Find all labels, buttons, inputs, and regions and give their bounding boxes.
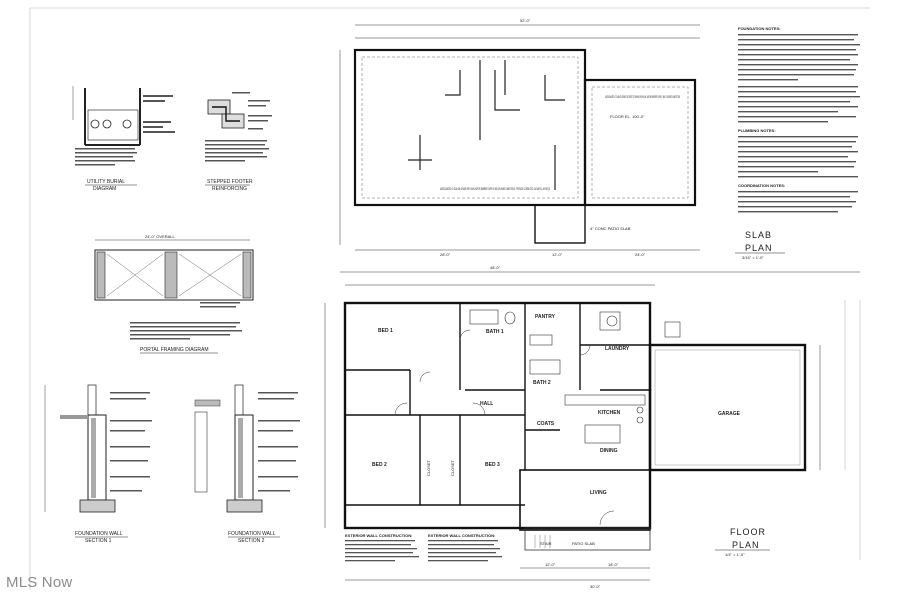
- portal-framing-diagram: 24'-0" OVERALL PORTAL FRAMING DIAGRAM: [94, 234, 254, 354]
- room-closet-1: CLOSET: [426, 459, 431, 476]
- room-bed3: BED 3: [485, 462, 500, 468]
- floor-plan: 48'-0": [324, 265, 860, 589]
- room-stair: STAIR: [540, 541, 552, 546]
- foundation-notes-heading: FOUNDATION NOTES:: [738, 26, 781, 31]
- slab-dim-3: 24'-0": [635, 252, 646, 257]
- room-garage: GARAGE: [718, 411, 741, 417]
- utility-burial-title: UTILITY BURIAL: [87, 179, 125, 185]
- slab-dim-1: 28'-0": [440, 252, 451, 257]
- room-hall: HALL: [480, 401, 493, 407]
- floor-dim-2: 18'-0": [608, 562, 619, 567]
- room-laundry: LAUNDRY: [605, 346, 630, 352]
- slab-overall-dim: 52'-0": [520, 18, 531, 23]
- utility-burial-title-2: DIAGRAM: [93, 186, 116, 192]
- slab-plan: 52'-0" UNEXCAVATED 4" SLAB ON GRADE SLOP…: [339, 18, 785, 260]
- foundation-wall-1-subtitle: SECTION 1: [85, 538, 112, 544]
- floor-dim-3: 30'-0": [590, 584, 601, 589]
- floor-overall-dim: 48'-0": [490, 265, 501, 270]
- floor-dim-1: 12'-0": [545, 562, 556, 567]
- slab-dim-2: 12'-0": [552, 252, 563, 257]
- room-living: LIVING: [590, 490, 607, 496]
- slab-plan-title-2: PLAN: [745, 243, 773, 253]
- exterior-wall-heading-2: EXTERIOR WALL CONSTRUCTION:: [428, 533, 495, 538]
- exterior-wall-heading-1: EXTERIOR WALL CONSTRUCTION:: [345, 533, 412, 538]
- foundation-wall-section-2: FOUNDATION WALL SECTION 2: [194, 384, 300, 544]
- foundation-wall-2-title: FOUNDATION WALL: [228, 531, 276, 537]
- slab-floor-elev: FLOOR EL. 100'-0": [610, 114, 645, 119]
- floor-plan-title: FLOOR: [730, 527, 766, 537]
- portal-framing-title: PORTAL FRAMING DIAGRAM: [140, 347, 209, 353]
- room-patio: PATIO SLAB: [572, 541, 595, 546]
- room-kitchen: KITCHEN: [598, 410, 621, 416]
- stepped-footer-title: STEPPED FOOTER: [207, 179, 253, 185]
- slab-garage-note: UNEXCAVATED 4" SLAB ON GRADE SLOPED TO D…: [605, 94, 680, 99]
- floor-plan-scale: 1/4" = 1'-0": [725, 552, 745, 557]
- slab-patio-note: 4" CONC PATIO SLAB: [590, 226, 631, 231]
- notes-column: FOUNDATION NOTES: PLUMBING NOTES: COORDI…: [738, 26, 860, 213]
- coordination-notes-heading: COORDINATION NOTES:: [738, 183, 785, 188]
- foundation-wall-2-subtitle: SECTION 2: [238, 538, 265, 544]
- utility-burial-diagram: UTILITY BURIAL DIAGRAM: [72, 86, 175, 192]
- room-bath1: BATH 1: [486, 329, 504, 335]
- floor-plan-title-2: PLAN: [732, 540, 760, 550]
- slab-plan-scale: 3/16" = 1'-0": [742, 255, 764, 260]
- room-closet-2: CLOSET: [450, 459, 455, 476]
- room-pantry: PANTRY: [535, 314, 556, 320]
- room-bed2: BED 2: [372, 462, 387, 468]
- slab-house-note: UNEXCAVATED 4" SLAB ON GRADE WITH 6 MIL …: [440, 186, 550, 191]
- slab-plan-title: SLAB: [745, 230, 772, 240]
- foundation-wall-section-1: FOUNDATION WALL SECTION 1: [44, 384, 152, 544]
- foundation-wall-1-title: FOUNDATION WALL: [75, 531, 123, 537]
- stepped-footer-diagram: STEPPED FOOTER REINFORCING: [205, 92, 272, 192]
- portal-overall-dim: 24'-0" OVERALL: [145, 234, 176, 239]
- room-bath2: BATH 2: [533, 380, 551, 386]
- plumbing-notes-heading: PLUMBING NOTES:: [738, 128, 776, 133]
- room-bed1: BED 1: [378, 328, 393, 334]
- stepped-footer-title-2: REINFORCING: [212, 186, 247, 192]
- room-coats: COATS: [537, 421, 555, 427]
- room-dining: DINING: [600, 448, 618, 454]
- mls-watermark: MLS Now: [6, 574, 73, 591]
